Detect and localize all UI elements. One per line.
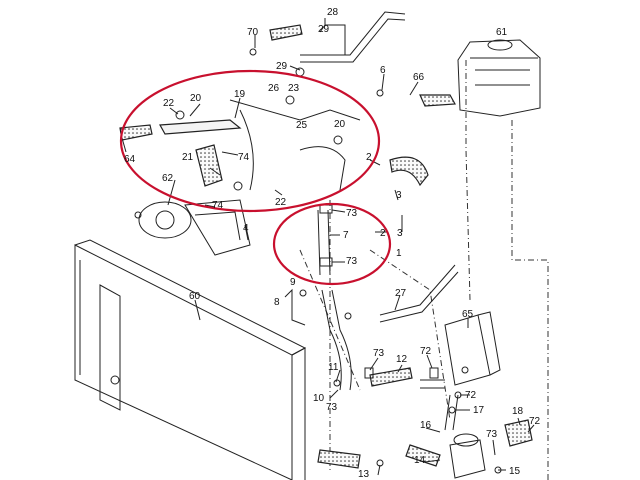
part-label: 12 [396,354,408,365]
part-label: 72 [529,416,541,427]
part-label: 61 [496,27,508,38]
part-label: 70 [247,27,259,38]
fasteners [134,48,502,474]
water-pump [138,199,251,256]
part-label: 6 [380,65,386,76]
part-label: 16 [420,420,432,431]
part-label: 21 [182,152,194,163]
part-label: 19 [234,89,246,100]
radiator [74,239,307,480]
part-label: 18 [512,406,524,417]
part-label: 2 [366,152,372,163]
part-label: 11 [328,362,339,373]
part-label: 9 [290,277,296,288]
part-label: 64 [124,154,136,165]
part-label: 74 [238,152,250,163]
lower-valve [449,433,486,479]
part-label: 2 [380,228,386,239]
part-label: 20 [334,119,346,130]
part-label: 20 [190,93,202,104]
part-label: 72 [420,346,432,357]
leader-lines [121,18,535,476]
part-label: 73 [326,402,338,413]
oil-cooler [444,311,501,386]
part-label: 22 [275,197,287,208]
highlight-ellipse-lower [272,202,392,286]
part-label: 4 [243,223,249,234]
part-label: 60 [189,291,201,302]
part-label: 10 [313,393,325,404]
part-label: 29 [318,24,330,35]
part-label: 22 [163,98,175,109]
part-label: 15 [509,466,521,477]
part-label: 72 [465,390,477,401]
part-label: 62 [162,173,174,184]
part-label: 73 [346,256,358,267]
part-label: 74 [212,200,224,211]
part-label: 13 [358,469,370,480]
part-label: 25 [296,120,308,131]
part-label: 1 [396,248,402,259]
part-label: 26 [268,83,280,94]
part-label: 28 [327,7,339,18]
part-label: 27 [395,288,407,299]
part-label: 65 [462,309,474,320]
part-label: 66 [413,72,425,83]
pipes [159,11,459,431]
part-label: 29 [276,61,288,72]
part-label: 8 [274,297,280,308]
part-label: 73 [486,429,498,440]
highlight-ellipse-upper [119,69,381,213]
part-label: 7 [343,230,349,241]
part-label: 14 [414,455,426,466]
part-label: 23 [288,83,300,94]
part-label: 17 [473,405,485,416]
expansion-tank [457,39,541,117]
part-label: 73 [373,348,385,359]
part-labels: 70 28 29 61 29 6 66 19 26 23 20 22 25 64… [124,7,541,480]
guide-lines [299,60,549,480]
part-label: 73 [346,208,358,219]
part-label: 3 [396,190,402,201]
part-label: 3 [397,228,403,239]
highlight-marks [119,69,392,286]
